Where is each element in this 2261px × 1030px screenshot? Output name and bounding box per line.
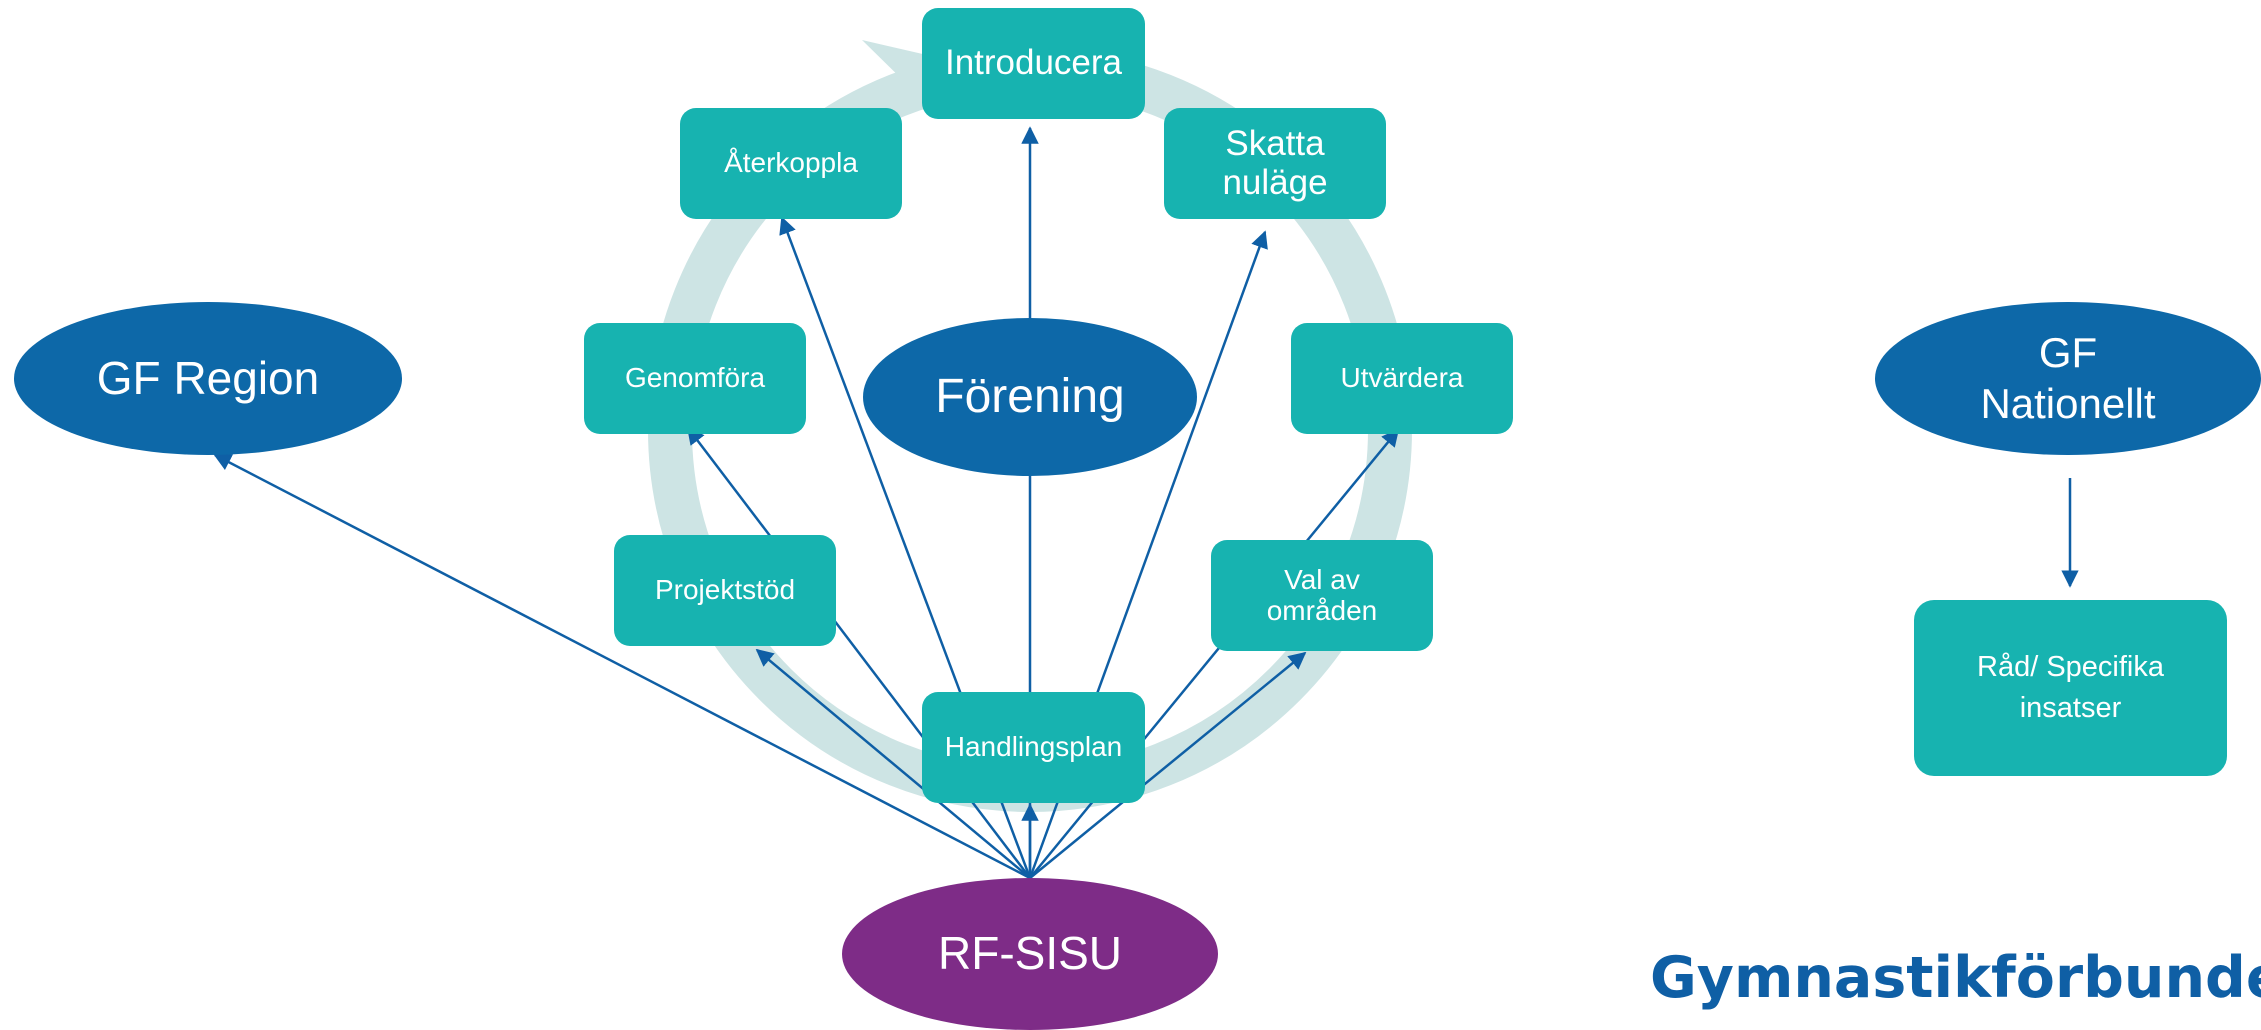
arrow-to-utvardera	[1029, 428, 1400, 879]
box-aterkoppla-label: Återkoppla	[724, 147, 858, 179]
box-utvardera-label: Utvärdera	[1340, 362, 1464, 394]
oval-gf-nationellt: GF Nationellt	[1875, 302, 2261, 455]
arrow-to-projektstod	[755, 648, 1031, 879]
box-skatta-nulage-label: Skatta nuläge	[1222, 124, 1328, 202]
box-skatta-nulage: Skatta nuläge	[1164, 108, 1386, 219]
brand-logo-text: Gymnastikförbunde	[1650, 945, 2261, 1011]
arrow-to-val	[1029, 651, 1307, 879]
arrow-to-genomfora	[686, 426, 1031, 879]
oval-forening: Förening	[863, 318, 1197, 476]
arrow-to-gf-region	[213, 453, 1031, 880]
cycle-arrowhead	[862, 40, 940, 95]
oval-rf-sisu: RF-SISU	[842, 878, 1218, 1030]
box-handlingsplan-label: Handlingsplan	[944, 731, 1123, 763]
oval-rf-sisu-label: RF-SISU	[938, 927, 1122, 980]
box-genomfora: Genomföra	[584, 323, 806, 434]
box-handlingsplan: Handlingsplan	[922, 692, 1145, 803]
oval-gf-nationellt-label: GF Nationellt	[1980, 329, 2156, 427]
box-genomfora-label: Genomföra	[624, 362, 766, 394]
box-rad-label: Råd/ Specifika insatser	[1977, 651, 2164, 724]
box-introducera-label: Introducera	[944, 43, 1123, 83]
box-rad-specifika-insatser: Råd/ Specifika insatser	[1914, 600, 2227, 776]
box-val-av-omraden: Val av områden	[1211, 540, 1433, 651]
box-projektstod: Projektstöd	[614, 535, 836, 646]
oval-gf-region: GF Region	[14, 302, 402, 455]
box-introducera: Introducera	[922, 8, 1145, 119]
box-projektstod-label: Projektstöd	[654, 574, 796, 606]
box-utvardera: Utvärdera	[1291, 323, 1513, 434]
box-val-av-omraden-label: Val av områden	[1266, 563, 1378, 626]
oval-forening-label: Förening	[935, 370, 1125, 424]
oval-gf-region-label: GF Region	[96, 351, 320, 404]
box-aterkoppla: Återkoppla	[680, 108, 902, 219]
